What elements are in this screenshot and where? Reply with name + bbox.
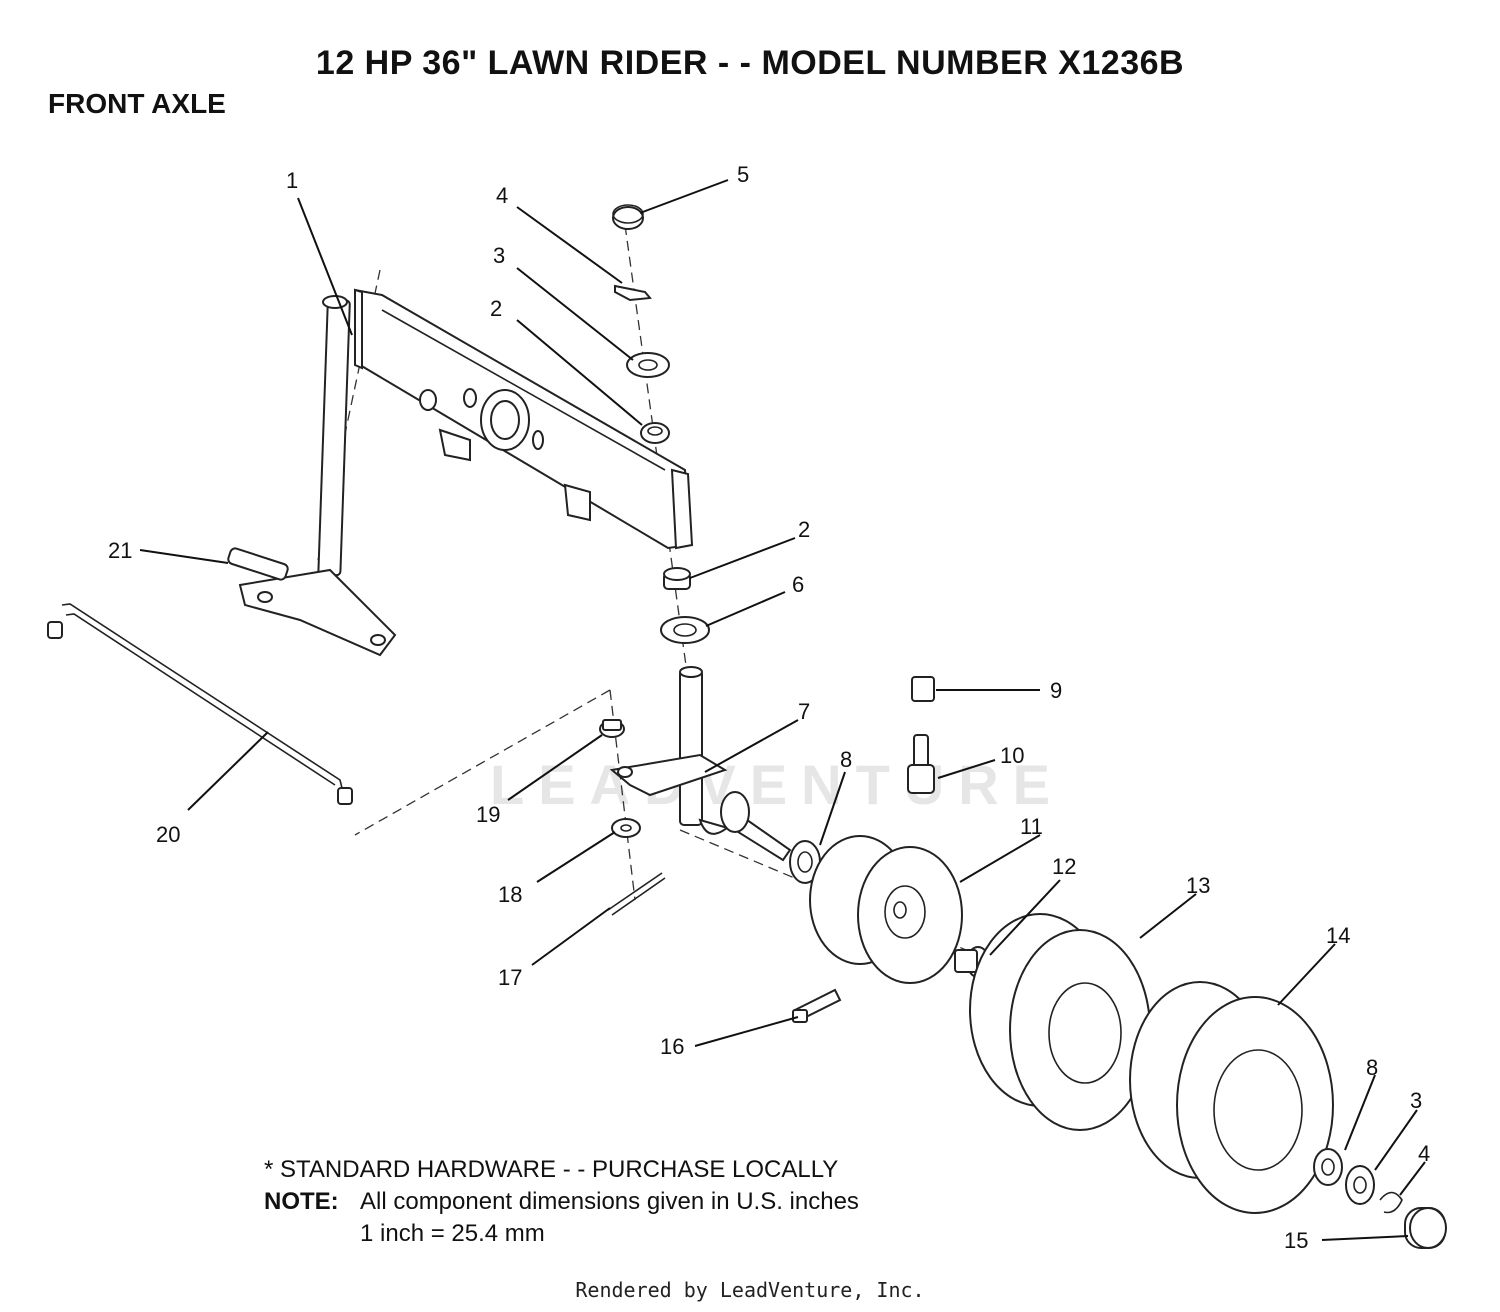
- bushing-top: [640, 422, 670, 444]
- callout-2-lower: 2: [798, 517, 810, 542]
- callout-7: 7: [798, 699, 810, 724]
- tire-inner: [969, 913, 1151, 1131]
- valve-cap: [911, 676, 935, 702]
- thrust-washer: [660, 616, 710, 644]
- callout-5: 5: [737, 162, 749, 187]
- washer-lower: [1345, 1165, 1375, 1205]
- callout-12: 12: [1052, 854, 1076, 879]
- valve-stem: [907, 734, 935, 794]
- callout-3-lower: 3: [1410, 1088, 1422, 1113]
- wheel-rim: [809, 835, 963, 984]
- callout-17: 17: [498, 965, 522, 990]
- flat-washer: [611, 818, 641, 838]
- footer-credit: Rendered by LeadVenture, Inc.: [575, 1278, 925, 1302]
- hub-cap-lower: [1404, 1207, 1447, 1249]
- hub-cap: [612, 204, 644, 230]
- grease-fitting: [792, 988, 842, 1023]
- callout-19: 19: [476, 802, 500, 827]
- washer-top: [626, 352, 670, 378]
- standard-hardware-note: * STANDARD HARDWARE - - PURCHASE LOCALLY: [264, 1156, 839, 1183]
- section-heading: FRONT AXLE: [48, 88, 226, 119]
- callout-1: 1: [286, 168, 298, 193]
- callout-9: 9: [1050, 678, 1062, 703]
- bushing-lower: [663, 567, 691, 590]
- callout-4-lower: 4: [1418, 1141, 1430, 1166]
- leader-lines: [139, 179, 1426, 1241]
- callout-2: 2: [490, 296, 502, 321]
- dimension-note: NOTE: All component dimensions given in U…: [264, 1186, 859, 1218]
- right-spindle: [609, 666, 792, 862]
- cotter-pin: [607, 872, 666, 916]
- watermark-text: LEADVENTURE: [490, 753, 1065, 816]
- conversion-note: 1 inch = 25.4 mm: [264, 1218, 859, 1250]
- callout-15: 15: [1284, 1228, 1308, 1253]
- callout-13: 13: [1186, 873, 1210, 898]
- callout-8-lower: 8: [1366, 1055, 1378, 1080]
- spacer-washer-lower: [1313, 1148, 1343, 1186]
- callout-8: 8: [840, 747, 852, 772]
- diagram-title: 12 HP 36" LAWN RIDER - - MODEL NUMBER X1…: [315, 44, 1185, 82]
- front-axle-beam: [353, 288, 694, 550]
- callout-10: 10: [1000, 743, 1024, 768]
- lock-nut: [599, 719, 625, 738]
- callout-14: 14: [1326, 923, 1350, 948]
- retaining-clip-lower: [1379, 1191, 1403, 1214]
- callout-20: 20: [156, 822, 180, 847]
- callout-18: 18: [498, 882, 522, 907]
- callout-11: 11: [1020, 814, 1043, 839]
- callout-16: 16: [660, 1034, 684, 1059]
- callout-6: 6: [792, 572, 804, 597]
- retaining-clip: [614, 284, 652, 302]
- conversion-text: 1 inch = 25.4 mm: [360, 1220, 545, 1247]
- note-text: All component dimensions given in U.S. i…: [360, 1188, 859, 1215]
- notes-block: * STANDARD HARDWARE - - PURCHASE LOCALLY…: [264, 1154, 859, 1250]
- callout-labels: 1 4 5 3 2 2 6 21 20 9 7 10 8 19 11 12 13…: [108, 162, 1430, 1253]
- tie-rod: [47, 603, 353, 805]
- callout-3: 3: [493, 243, 505, 268]
- callout-21: 21: [108, 538, 132, 563]
- tire-outer: [1129, 981, 1334, 1214]
- callout-4: 4: [496, 183, 508, 208]
- note-label: NOTE:: [264, 1188, 339, 1215]
